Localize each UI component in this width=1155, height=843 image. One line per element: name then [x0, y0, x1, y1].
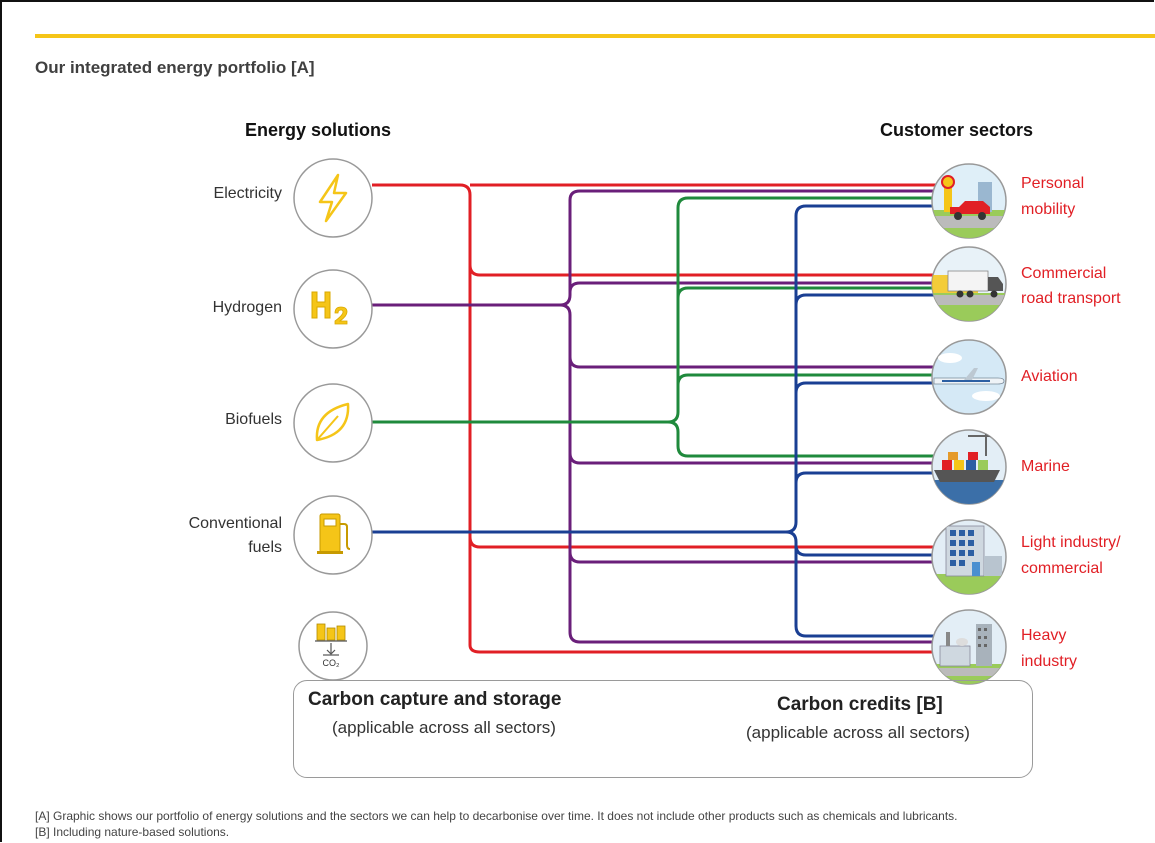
co2-label: CO₂	[323, 658, 341, 668]
personal-mobility-icon	[931, 163, 1007, 239]
hydrogen-to-commercial	[568, 281, 940, 293]
ccs-title: Carbon capture and storage	[308, 689, 562, 710]
hydrogen-to-aviation	[568, 356, 940, 369]
commercial-road-transport-label-line2: road transport	[1021, 290, 1121, 307]
light-industry-label-line1: Light industry/	[1021, 534, 1121, 551]
top-yellow-rule	[35, 34, 1155, 38]
carbon-credits-title: Carbon credits [B]	[777, 694, 943, 715]
conventional-to-light-industry	[794, 544, 940, 557]
personal-mobility-label-line2: mobility	[1021, 201, 1076, 218]
biofuels-to-aviation	[676, 373, 940, 386]
electricity-to-light-industry	[468, 536, 940, 549]
hydrogen-to-light-industry	[568, 551, 940, 564]
biofuels-label: Biofuels	[225, 411, 282, 428]
biofuels-to-commercial	[676, 286, 940, 299]
electricity-to-commercial	[468, 264, 940, 277]
marine-icon	[931, 429, 1007, 505]
conventional-line	[372, 204, 940, 534]
co2-capture-icon: CO₂	[298, 611, 368, 681]
hydrogen-to-marine	[568, 452, 940, 465]
hydrogen-icon	[293, 269, 373, 349]
footnote-a: [A] Graphic shows our portfolio of energ…	[35, 809, 958, 823]
biofuels-leaf-icon	[293, 383, 373, 463]
hydrogen-label: Hydrogen	[212, 299, 282, 316]
carbon-box	[293, 680, 1033, 778]
commercial-road-transport-label-line1: Commercial	[1021, 265, 1107, 282]
footnote-b: [B] Including nature-based solutions.	[35, 825, 230, 839]
aviation-icon	[931, 339, 1007, 415]
heavy-industry-icon	[931, 609, 1007, 685]
heavy-industry-label-line1: Heavy	[1021, 627, 1067, 644]
conventional-fuels-label-line2: fuels	[248, 539, 282, 556]
fuel-pump-icon	[293, 495, 373, 575]
aviation-label: Aviation	[1021, 368, 1078, 385]
ccs-subtitle: (applicable across all sectors)	[332, 718, 556, 737]
electricity-icon	[293, 158, 373, 238]
commercial-road-transport-icon	[931, 246, 1007, 322]
conventional-to-marine	[794, 471, 940, 484]
conventional-to-commercial	[794, 293, 940, 306]
customer-sectors-heading: Customer sectors	[880, 120, 1034, 140]
carbon-credits-subtitle: (applicable across all sectors)	[746, 723, 970, 742]
hydrogen-down	[559, 303, 940, 644]
electricity-line	[372, 183, 940, 654]
heavy-industry-label-line2: industry	[1021, 653, 1078, 670]
electricity-label: Electricity	[213, 185, 282, 202]
biofuels-to-marine	[667, 420, 940, 458]
light-industry-commercial-icon	[931, 519, 1007, 595]
marine-label: Marine	[1021, 458, 1070, 475]
light-industry-label-line2: commercial	[1021, 560, 1103, 577]
page-title: Our integrated energy portfolio [A]	[35, 58, 315, 77]
biofuels-line	[372, 196, 940, 424]
conventional-fuels-label-line1: Conventional	[188, 515, 282, 532]
conventional-to-aviation	[794, 381, 940, 394]
conventional-down	[785, 530, 940, 638]
personal-mobility-label-line1: Personal	[1021, 175, 1085, 192]
energy-solutions-heading: Energy solutions	[245, 120, 392, 140]
